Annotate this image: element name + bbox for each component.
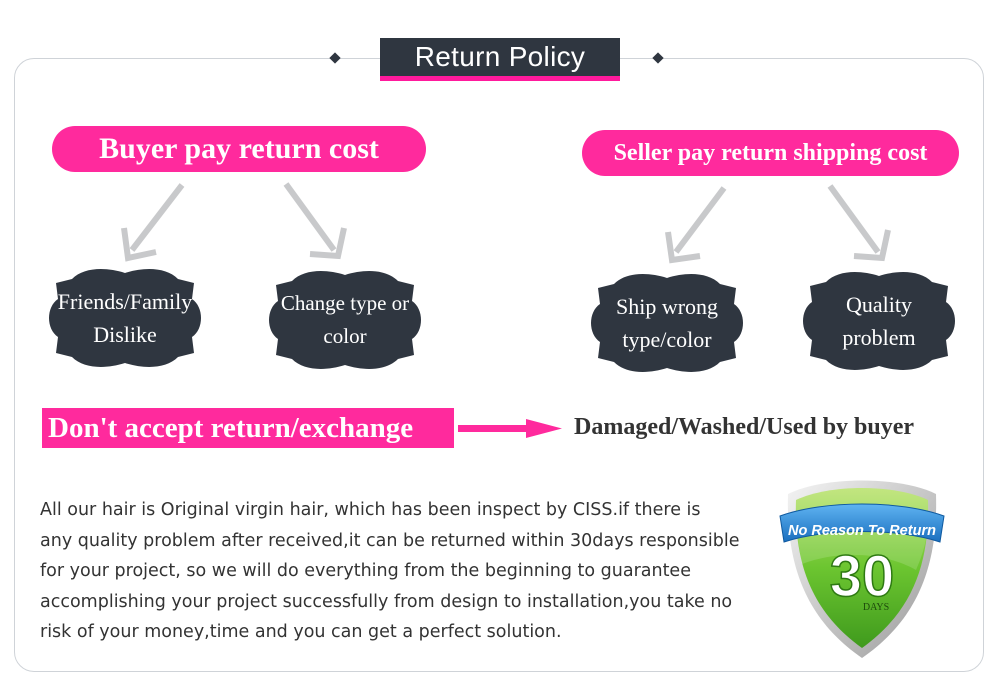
reason-badge: Ship wrong type/color <box>584 270 750 376</box>
reason-line: Friends/Family <box>57 289 193 314</box>
page-title: Return Policy <box>414 41 586 72</box>
reason-line: Dislike <box>93 322 157 347</box>
reason-line: color <box>323 324 367 348</box>
description-line: for your project, so we will do everythi… <box>40 561 691 581</box>
reason-badge: Friends/Family Dislike <box>42 265 208 371</box>
reason-line: problem <box>842 325 916 350</box>
description-line: risk of your money,time and you can get … <box>40 622 562 642</box>
reason-line: Change type or <box>280 291 410 315</box>
reason-badge: Change type or color <box>262 267 428 373</box>
reason-line: Ship wrong <box>615 294 719 319</box>
reason-line: type/color <box>622 327 712 352</box>
reason-label: Friends/Family Dislike <box>42 285 208 351</box>
ribbon-text: No Reason To Return <box>788 522 936 539</box>
days-number: 30 <box>830 544 895 609</box>
scalloped-badge-shape <box>591 274 743 372</box>
reason-label: Quality problem <box>796 288 962 354</box>
reason-badge: Quality problem <box>796 268 962 374</box>
reason-label: Change type or color <box>262 287 428 353</box>
right-arrow-icon <box>458 419 562 438</box>
title-banner: Return Policy <box>380 38 620 81</box>
exclusion-condition: Damaged/Washed/Used by buyer <box>574 414 915 440</box>
no-return-banner: Don't accept return/exchange <box>42 408 454 448</box>
shield-badge-icon: No Reason To Return 30 DAYS <box>774 472 950 662</box>
scalloped-badge-shape <box>269 271 421 369</box>
shield-graphic: No Reason To Return 30 DAYS <box>779 480 945 658</box>
scalloped-badge-shape <box>803 272 955 370</box>
seller-pays-heading: Seller pay return shipping cost <box>582 130 959 176</box>
reason-line: Quality <box>846 292 912 317</box>
description-line: accomplishing your project successfully … <box>40 591 733 612</box>
description-line: All our hair is Original virgin hair, wh… <box>40 500 701 520</box>
buyer-pays-heading: Buyer pay return cost <box>52 126 426 172</box>
description-line: any quality problem after received,it ca… <box>40 530 740 551</box>
policy-description: All our hair is Original virgin hair, wh… <box>40 495 760 648</box>
reason-label: Ship wrong type/color <box>584 290 750 356</box>
days-label: DAYS <box>863 602 889 613</box>
scalloped-badge-shape <box>49 269 201 367</box>
